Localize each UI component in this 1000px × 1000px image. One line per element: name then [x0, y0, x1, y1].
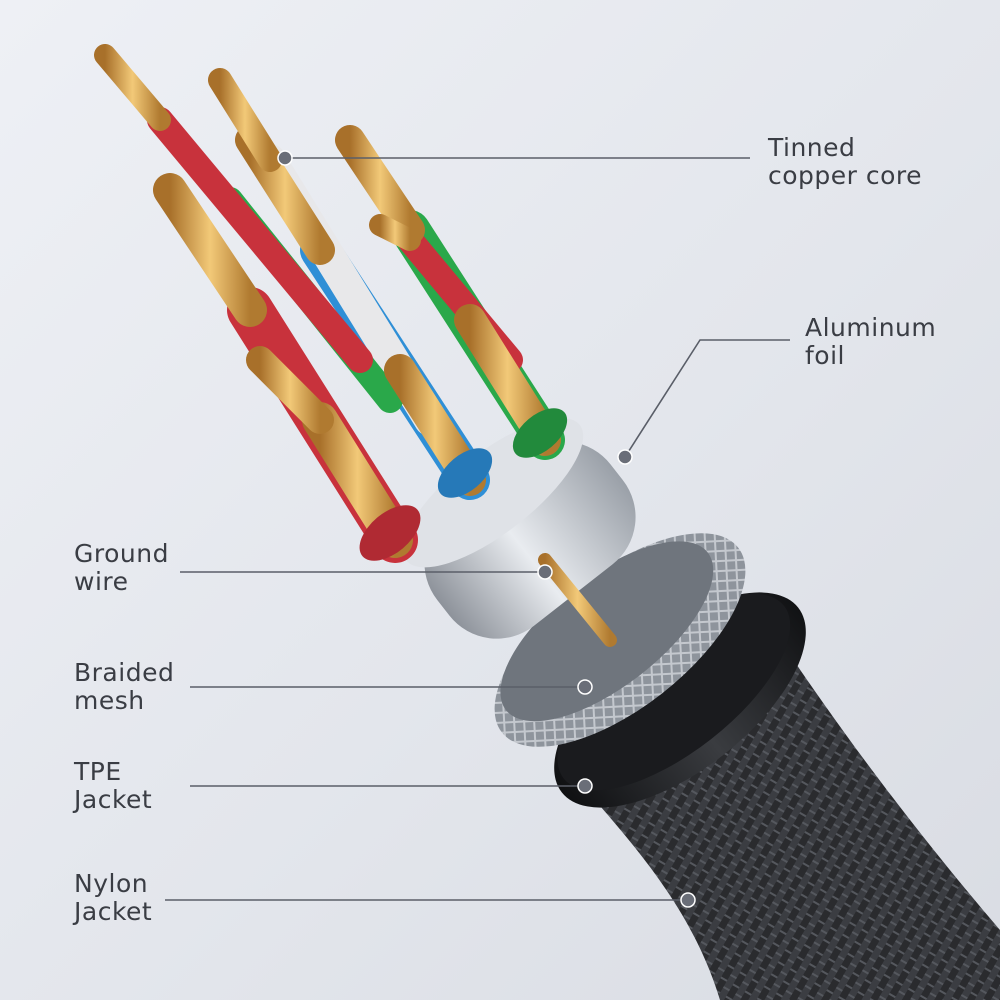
marker-dot [577, 778, 593, 794]
label-line: mesh [74, 686, 145, 715]
label-aluminum-foil: Aluminum foil [805, 314, 936, 370]
label-braided-mesh: Braided mesh [74, 659, 174, 715]
label-line: wire [74, 567, 129, 596]
label-line: Braided [74, 658, 175, 687]
label-line: Nylon [74, 869, 149, 898]
label-ground-wire: Ground wire [74, 540, 169, 596]
label-line: Ground [74, 539, 169, 568]
label-tpe-jacket: TPE Jacket [74, 758, 152, 814]
leader-line-aluminum-foil [624, 339, 790, 458]
leader-lines [165, 157, 790, 901]
label-line: copper core [768, 161, 923, 190]
marker-dot [277, 150, 293, 166]
tpe-jacket-ring [554, 592, 806, 808]
label-line: TPE [74, 757, 122, 786]
insulation-end-caps [359, 408, 568, 561]
label-line: Tinned [768, 133, 856, 162]
label-nylon-jacket: Nylon Jacket [74, 870, 152, 926]
copper-strand [369, 214, 421, 251]
label-tinned-copper-core: Tinned copper core [768, 134, 922, 190]
copper-strand [246, 346, 334, 434]
ground-wire-strand [538, 553, 617, 647]
copper-strand [208, 68, 282, 172]
marker-dot [577, 679, 593, 695]
marker-dot [537, 564, 553, 580]
red-pair-conductor [147, 107, 373, 373]
marker-dot [617, 449, 633, 465]
label-line: foil [805, 341, 845, 370]
marker-dot [680, 892, 696, 908]
leader-endpoints [277, 150, 696, 908]
label-line: Aluminum [805, 313, 937, 342]
copper-strand [94, 44, 171, 131]
copper-strand [153, 173, 267, 327]
label-line: Jacket [74, 785, 153, 814]
label-line: Jacket [74, 897, 153, 926]
copper-strand [335, 125, 425, 245]
